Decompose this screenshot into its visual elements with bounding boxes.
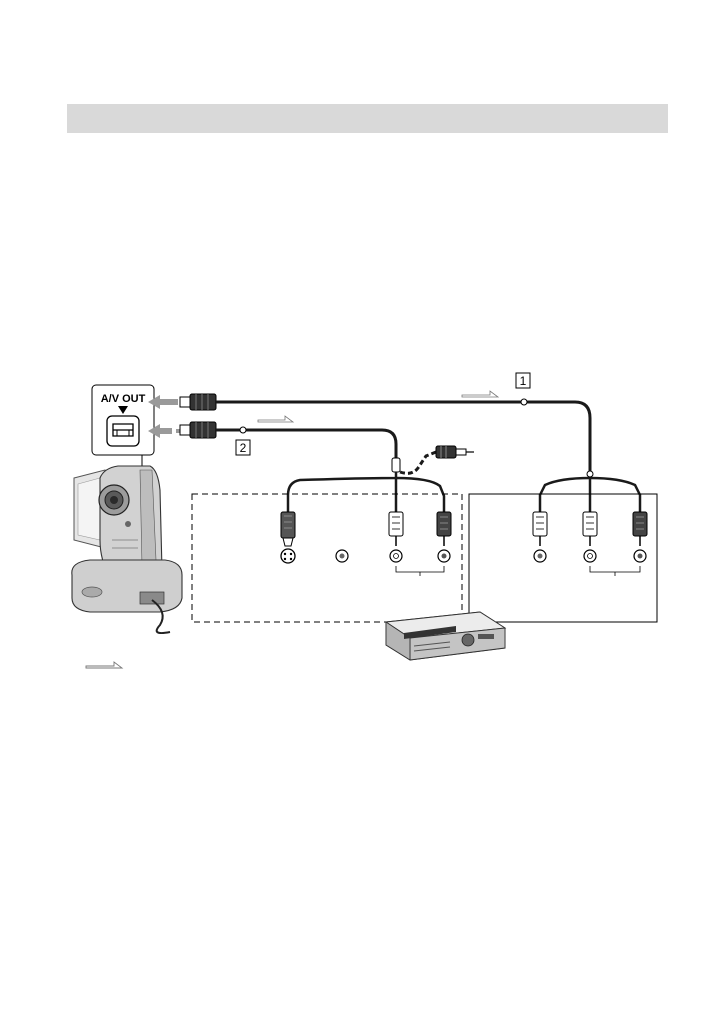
svideo-jack: [281, 549, 295, 563]
rca-plugs-right: [533, 512, 647, 546]
video-jack-yellow: [534, 550, 546, 562]
cable-2-label: 2: [236, 440, 250, 455]
audio-jack-white-right: [584, 550, 596, 562]
av-out-port-icon: [107, 416, 139, 446]
svg-text:1: 1: [520, 374, 527, 388]
signal-flow-legend-arrow: [86, 662, 122, 668]
vcr-input-panel-solid: [469, 494, 657, 622]
rca-plugs-left: [389, 512, 451, 546]
video-jack-unused: [336, 550, 348, 562]
cable-2: 2: [180, 416, 474, 512]
svg-text:2: 2: [240, 441, 247, 455]
cable-1-label: 1: [516, 373, 530, 388]
svideo-plug: [281, 512, 295, 546]
vcr-icon: [386, 612, 505, 660]
audio-jack-red: [438, 550, 450, 562]
av-out-label: A/V OUT: [101, 393, 146, 405]
audio-jack-white: [390, 550, 402, 562]
rca-loose-plug: [436, 446, 474, 458]
audio-jack-red-right: [634, 550, 646, 562]
camcorder-icon: [72, 466, 182, 633]
vcr-input-panel-dashed: [192, 494, 462, 622]
